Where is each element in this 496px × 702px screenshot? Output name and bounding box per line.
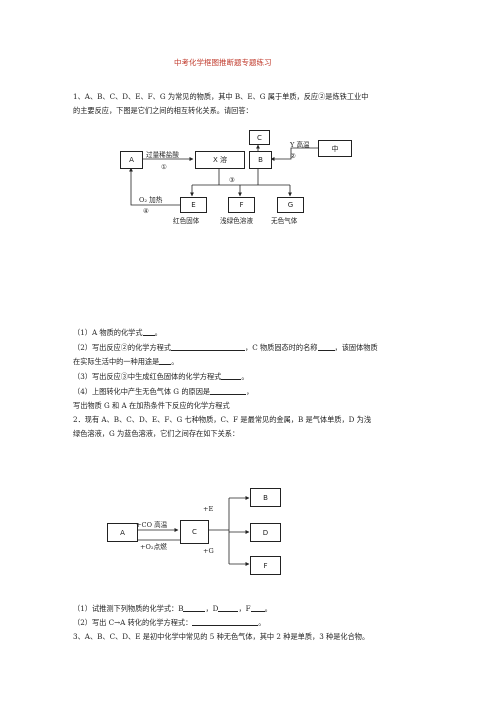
q1-sub2-text-e: 。 [171, 357, 179, 366]
d1-label-o2-heat: O₂ 加热 [139, 196, 163, 204]
d1-box-g: G [277, 197, 304, 213]
d1-box-a: A [120, 151, 143, 169]
q1-sub2-text-b: ，C 物质固态时的名称 [245, 343, 318, 352]
q2-sub1: （1）试推测下列物质的化学式：B ，D ，F 。 [73, 603, 272, 614]
answer-blank[interactable] [192, 617, 259, 626]
q2-intro-line1: 2．现有 A、B、C、D、E、F、G 七种物质，C、F 是最常见的金属，B 是气… [73, 415, 372, 424]
answer-blank[interactable] [317, 342, 335, 351]
d1-label-r3: ③ [229, 176, 235, 184]
q2-intro-line2: 绿色溶液，G 为蓝色溶液，它们之间存在如下关系： [73, 429, 240, 438]
q1-sub4: （4）上图转化中产生无色气体 G 的原因是 ， [73, 386, 253, 397]
q1-intro-line2: 的主要反应，下图是它们之间的相互转化关系。请回答： [73, 106, 253, 115]
d1-label-f-desc: 浅绿色溶液 [220, 217, 253, 225]
q3-intro-line1: 3、A、B、C、D、E 是初中化学中常见的 5 种无色气体，其中 2 种是单质，… [73, 632, 370, 641]
d2-label-co-high: +CO 高温 [136, 521, 168, 529]
q1-sub3-end: 。 [241, 372, 249, 381]
d1-box-x: X 溶 [195, 151, 245, 169]
q1-sub2: （2）写出反应②的化学方程式 ，C 物质固态时的名称 ，该固体物质 [73, 342, 378, 353]
q2-sub2-end: 。 [258, 618, 266, 627]
q1-sub1-text: （1）A 物质的化学式 [73, 328, 143, 337]
answer-blank[interactable] [218, 603, 239, 612]
q1-sub1: （1）A 物质的化学式 。 [73, 327, 162, 338]
d1-label-e-desc: 红色固体 [173, 217, 200, 225]
answer-blank[interactable] [142, 327, 155, 336]
d1-label-g-desc: 无色气体 [271, 217, 298, 225]
q2-sub1-text-a: （1）试推测下列物质的化学式：B [73, 604, 184, 613]
page-title: 中考化学框图推断题专题练习 [174, 58, 272, 67]
answer-blank[interactable] [250, 603, 265, 612]
d2-box-a: A [107, 523, 138, 542]
answer-blank[interactable] [183, 603, 206, 612]
q2-sub2: （2）写出 C→A 转化的化学方程式： 。 [73, 617, 266, 628]
q1-sub1-end: 。 [154, 328, 162, 337]
d1-label-acid: 过量稀盐酸 [146, 151, 179, 159]
q1-sub4-text: （4）上图转化中产生无色气体 G 的原因是 [73, 387, 211, 396]
q2-sub2-text: （2）写出 C→A 转化的化学方程式： [73, 618, 193, 627]
d1-label-y-high-temp: Y 高温 [290, 141, 310, 149]
d2-box-d: D [250, 523, 281, 542]
answer-blank[interactable] [221, 371, 242, 380]
answer-blank[interactable] [159, 356, 172, 365]
q1-sub5: 写出物质 G 和 A 在加热条件下反应的化学方程式 [73, 401, 230, 410]
answer-blank[interactable] [171, 342, 246, 351]
q1-sub2-cont: 在实际生活中的一种用途是 。 [73, 356, 178, 367]
q1-sub2-text-c: ，该固体物质 [334, 343, 378, 352]
q1-sub2-text-d: 在实际生活中的一种用途是 [73, 357, 160, 366]
d2-box-b: B [250, 488, 281, 507]
d2-box-f: F [250, 556, 281, 575]
d1-box-c: C [249, 130, 270, 145]
d1-box-b: B [249, 151, 272, 169]
d1-box-zhong: 中 [318, 140, 352, 157]
answer-blank[interactable] [210, 386, 247, 395]
d1-label-r1: ① [161, 163, 167, 171]
d2-label-plus-g: +G [203, 547, 214, 555]
q1-sub3: （3）写出反应③中生成红色固体的化学方程式 。 [73, 371, 249, 382]
q2-sub1-text-b: ，D [205, 604, 219, 613]
q1-sub3-text: （3）写出反应③中生成红色固体的化学方程式 [73, 372, 222, 381]
d2-label-plus-e: +E [203, 505, 214, 513]
q2-sub1-text-c: ，F [238, 604, 251, 613]
q2-sub1-end: 。 [264, 604, 272, 613]
d2-label-o2-ign: +O₂点燃 [140, 543, 167, 551]
q1-intro-line1: 1、A、B、C、D、E、F、G 为常见的物质，其中 B、E、G 属于单质，反应②… [73, 92, 369, 101]
d1-label-r2: ② [290, 152, 296, 160]
d1-label-r4: ④ [143, 207, 149, 215]
q1-sub4-end: ， [246, 387, 254, 396]
d1-box-e: E [180, 197, 207, 213]
d1-box-f: F [228, 197, 255, 213]
d2-box-c: C [180, 520, 209, 544]
q1-sub2-text-a: （2）写出反应②的化学方程式 [73, 343, 172, 352]
